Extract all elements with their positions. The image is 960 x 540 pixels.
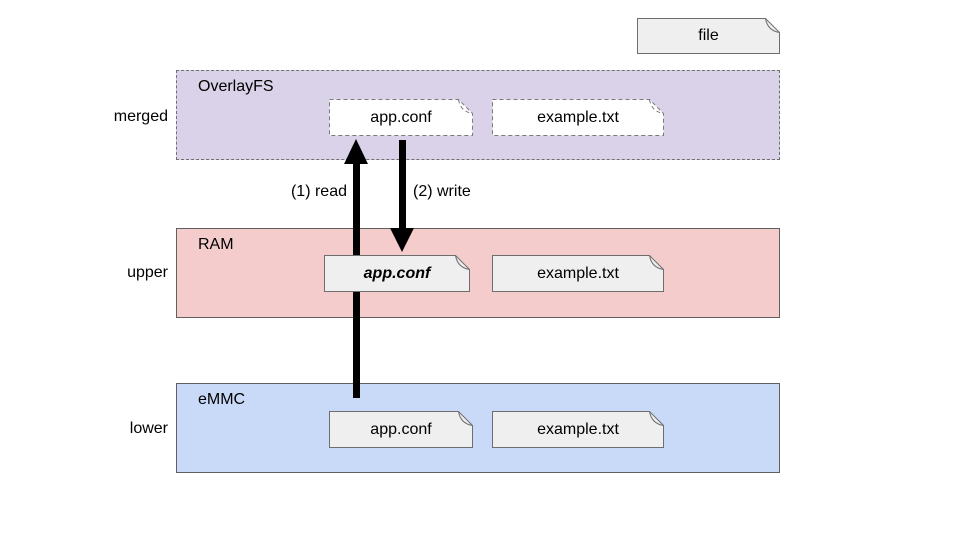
folded-corner (649, 411, 664, 426)
lower-example-txt-label: example.txt (537, 420, 619, 438)
read-arrow-head-icon (344, 139, 368, 164)
lower-file-app-conf: app.conf (329, 411, 473, 448)
folded-corner (649, 99, 664, 114)
layer-merged-title: OverlayFS (198, 78, 274, 95)
folded-corner (455, 255, 470, 270)
write-label: (2) write (413, 183, 471, 200)
layer-lower: eMMC (176, 383, 780, 473)
layer-merged: OverlayFS (176, 70, 780, 160)
merged-app-conf-label: app.conf (370, 108, 432, 126)
file-shape-outline (492, 255, 664, 292)
upper-file-example-txt: example.txt (492, 255, 664, 292)
side-label-lower: lower (129, 420, 168, 437)
write-arrow-line (399, 140, 406, 230)
folded-corner (649, 255, 664, 270)
write-arrow-head-icon (390, 228, 414, 252)
file-shape-outline (492, 99, 664, 136)
lower-file-example-txt: example.txt (492, 411, 664, 448)
layer-upper: RAM (176, 228, 780, 318)
read-label: (1) read (290, 183, 347, 200)
file-shape-outline (329, 411, 473, 448)
folded-corner (765, 18, 780, 33)
lower-app-conf-label: app.conf (370, 420, 432, 438)
side-label-upper: upper (127, 264, 168, 281)
legend-file-label: file (698, 27, 719, 44)
merged-example-txt-label: example.txt (537, 108, 619, 126)
file-shape-outline (637, 18, 780, 54)
file-shape-outline (329, 99, 473, 136)
upper-example-txt-label: example.txt (537, 264, 619, 282)
layer-lower-title: eMMC (198, 391, 246, 408)
folded-corner (458, 99, 473, 114)
upper-file-app-conf: app.conf (324, 255, 470, 292)
legend-file-shape: file (637, 18, 780, 54)
file-shape-outline (324, 255, 470, 292)
file-shape-outline (492, 411, 664, 448)
upper-app-conf-label: app.conf (363, 264, 431, 282)
merged-file-app-conf: app.conf (329, 99, 473, 136)
folded-corner (458, 411, 473, 426)
layer-upper-title: RAM (198, 236, 234, 253)
side-label-merged: merged (113, 108, 168, 125)
merged-file-example-txt: example.txt (492, 99, 664, 136)
